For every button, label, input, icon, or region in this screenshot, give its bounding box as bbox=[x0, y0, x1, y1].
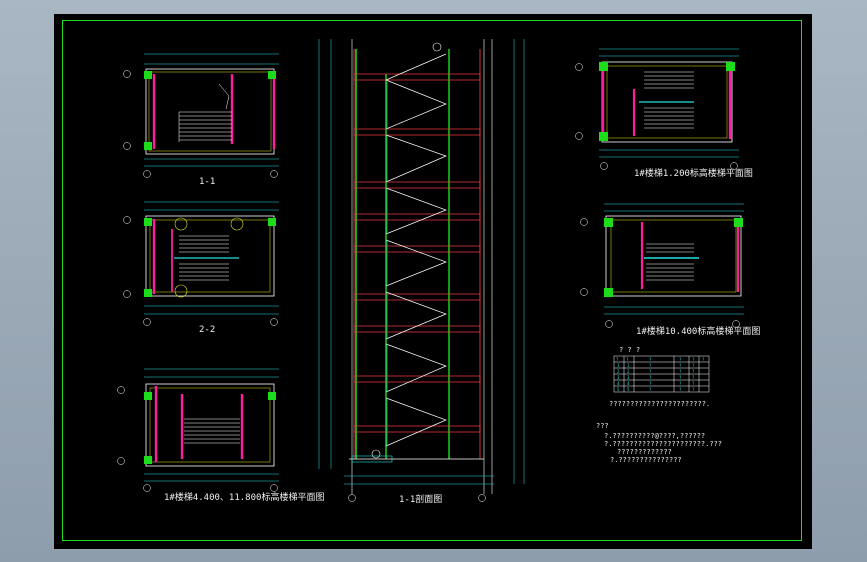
schedule-cell: ? bbox=[692, 387, 695, 392]
plan-2-2-caption: 2-2 bbox=[199, 325, 215, 335]
schedule-cell: 3 bbox=[617, 375, 620, 380]
notes-title: ??? bbox=[596, 422, 609, 430]
stair-plan-4400: 1#楼梯4.400、11.800标高楼梯平面图 bbox=[117, 368, 324, 503]
schedule-cell: ? bbox=[649, 375, 652, 380]
plan-4400-caption: 1#楼梯4.400、11.800标高楼梯平面图 bbox=[164, 491, 324, 503]
schedule-cell: ? bbox=[679, 363, 682, 368]
schedule-header-cell: ? bbox=[649, 357, 652, 362]
schedule-cell: ? bbox=[692, 363, 695, 368]
stair-plan-2-2: 2-2 bbox=[123, 201, 279, 335]
schedule-cell: ? bbox=[692, 381, 695, 386]
schedule-cell: ? bbox=[649, 363, 652, 368]
schedule-cell: 2 bbox=[627, 369, 630, 374]
schedule-cell: 5 bbox=[627, 387, 630, 392]
note-line: ?.??????????????????????.??? bbox=[604, 440, 722, 448]
schedule-cell: ? bbox=[679, 375, 682, 380]
schedule-header-cell: ? bbox=[679, 357, 682, 362]
section-caption: 1-1剖面图 bbox=[399, 493, 442, 505]
stair-plan-1200: 1#楼梯1.200标高楼梯平面图 bbox=[575, 48, 753, 179]
drawing-sheet[interactable]: 1-1 bbox=[54, 14, 812, 549]
schedule-cell: ? bbox=[679, 381, 682, 386]
plan-1200-caption: 1#楼梯1.200标高楼梯平面图 bbox=[634, 167, 753, 179]
schedule-cell: ? bbox=[679, 387, 682, 392]
schedule-footnote: ???????????????????????. bbox=[609, 400, 710, 408]
plan-10400-caption: 1#楼梯10.400标高楼梯平面图 bbox=[636, 325, 760, 337]
stair-plan-10400: 1#楼梯10.400标高楼梯平面图 bbox=[580, 203, 760, 337]
plan-1-1-caption: 1-1 bbox=[199, 177, 215, 187]
schedule-cell: ? bbox=[679, 369, 682, 374]
schedule-cell: ? bbox=[692, 369, 695, 374]
note-line: ????????????? bbox=[617, 448, 672, 456]
schedule-cell: 5 bbox=[617, 387, 620, 392]
schedule-header-cell: ? bbox=[702, 357, 705, 362]
rebar-schedule: ? ? ? ? ? ? bbox=[609, 346, 710, 408]
stair-plan-1-1: 1-1 bbox=[123, 53, 279, 187]
schedule-cell: ? bbox=[649, 387, 652, 392]
general-notes: ??? ?.??????????@????,?????? ?.?????????… bbox=[596, 422, 722, 464]
schedule-cell: 4 bbox=[627, 381, 630, 386]
schedule-cell: ? bbox=[649, 369, 652, 374]
schedule-cell: ? bbox=[649, 381, 652, 386]
schedule-header-cell: ? bbox=[626, 357, 629, 362]
schedule-cell: 1 bbox=[617, 363, 620, 368]
schedule-cell: ? bbox=[692, 375, 695, 380]
schedule-header-cell: ? bbox=[692, 357, 695, 362]
note-line: ?.??????????@????,?????? bbox=[604, 432, 705, 440]
drawing-frame bbox=[62, 20, 802, 541]
stair-section: 1-1剖面图 bbox=[318, 39, 525, 505]
schedule-cell: 3 bbox=[627, 375, 630, 380]
note-line: ?.??????????????? bbox=[610, 456, 682, 464]
schedule-header-cell: ? bbox=[616, 357, 619, 362]
schedule-cell: 4 bbox=[617, 381, 620, 386]
schedule-cell: 2 bbox=[617, 369, 620, 374]
schedule-cell: 1 bbox=[627, 363, 630, 368]
stair-drawing: 1-1 bbox=[117, 39, 760, 505]
schedule-title: ? ? ? bbox=[619, 346, 640, 354]
